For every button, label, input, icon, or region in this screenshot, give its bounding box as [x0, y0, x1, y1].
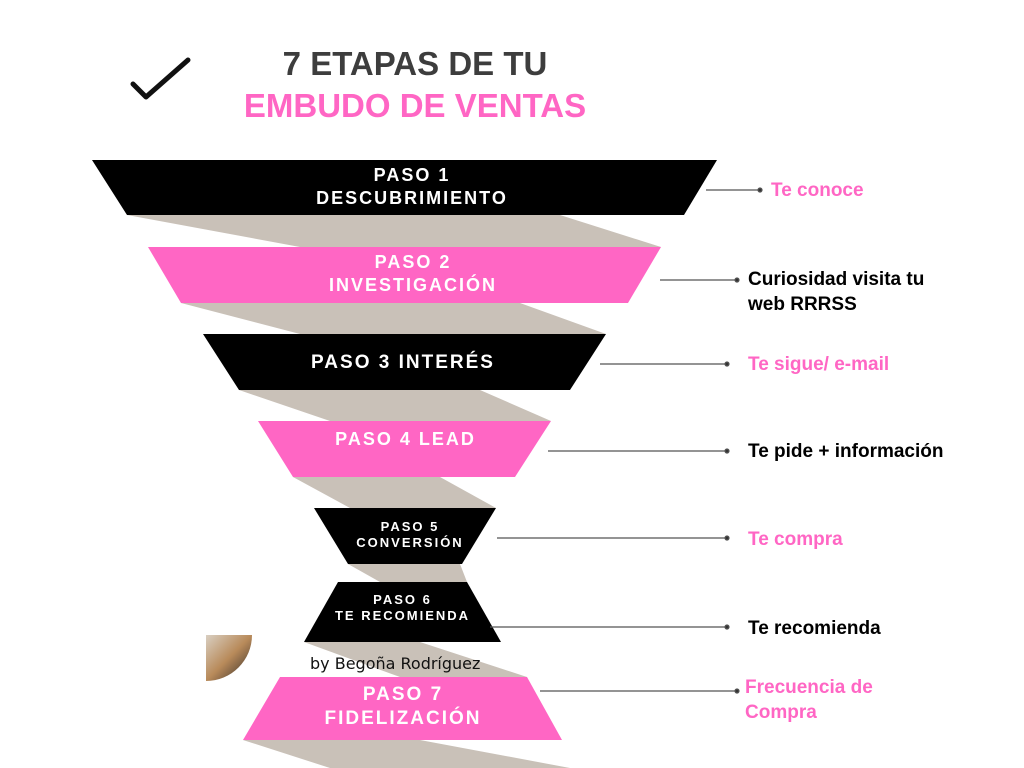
step-4-label: Te pide + información — [748, 441, 944, 462]
shadow-band — [243, 740, 570, 768]
shadow-band — [181, 303, 606, 334]
title-line-2: EMBUDO DE VENTAS — [243, 87, 587, 124]
step-2-shape — [148, 247, 661, 303]
step-3-label: Te sigue/ e-mail — [748, 354, 890, 375]
step-7-label: Frecuencia de Compra — [745, 677, 873, 723]
shadow-band — [348, 564, 467, 582]
step-4-text: PASO 4 LEAD — [335, 429, 476, 449]
step-4-shape — [258, 421, 551, 477]
title-line-1: 7 ETAPAS DE TU — [282, 45, 548, 82]
step-5-label: Te compra — [748, 529, 843, 550]
step-3-text: PASO 3 INTERÉS — [311, 352, 495, 373]
step-1-label: Te conoce — [771, 180, 864, 201]
shadow-band — [239, 390, 551, 421]
shadow-band — [304, 642, 527, 677]
step-3-shape — [203, 334, 606, 390]
step-7-shape — [243, 677, 562, 740]
step-6-label: Te recomienda — [748, 618, 881, 639]
checkmark-icon — [130, 57, 191, 100]
shadow-band — [293, 477, 496, 508]
step-2-label: Curiosidad visita tu web RRRSS — [748, 269, 925, 315]
step-6-shape — [304, 582, 501, 642]
step-1-shape — [92, 160, 717, 215]
shadow-band — [127, 215, 661, 247]
author-credit: by Begoña Rodríguez — [310, 654, 481, 673]
step-5-shape — [314, 508, 496, 564]
